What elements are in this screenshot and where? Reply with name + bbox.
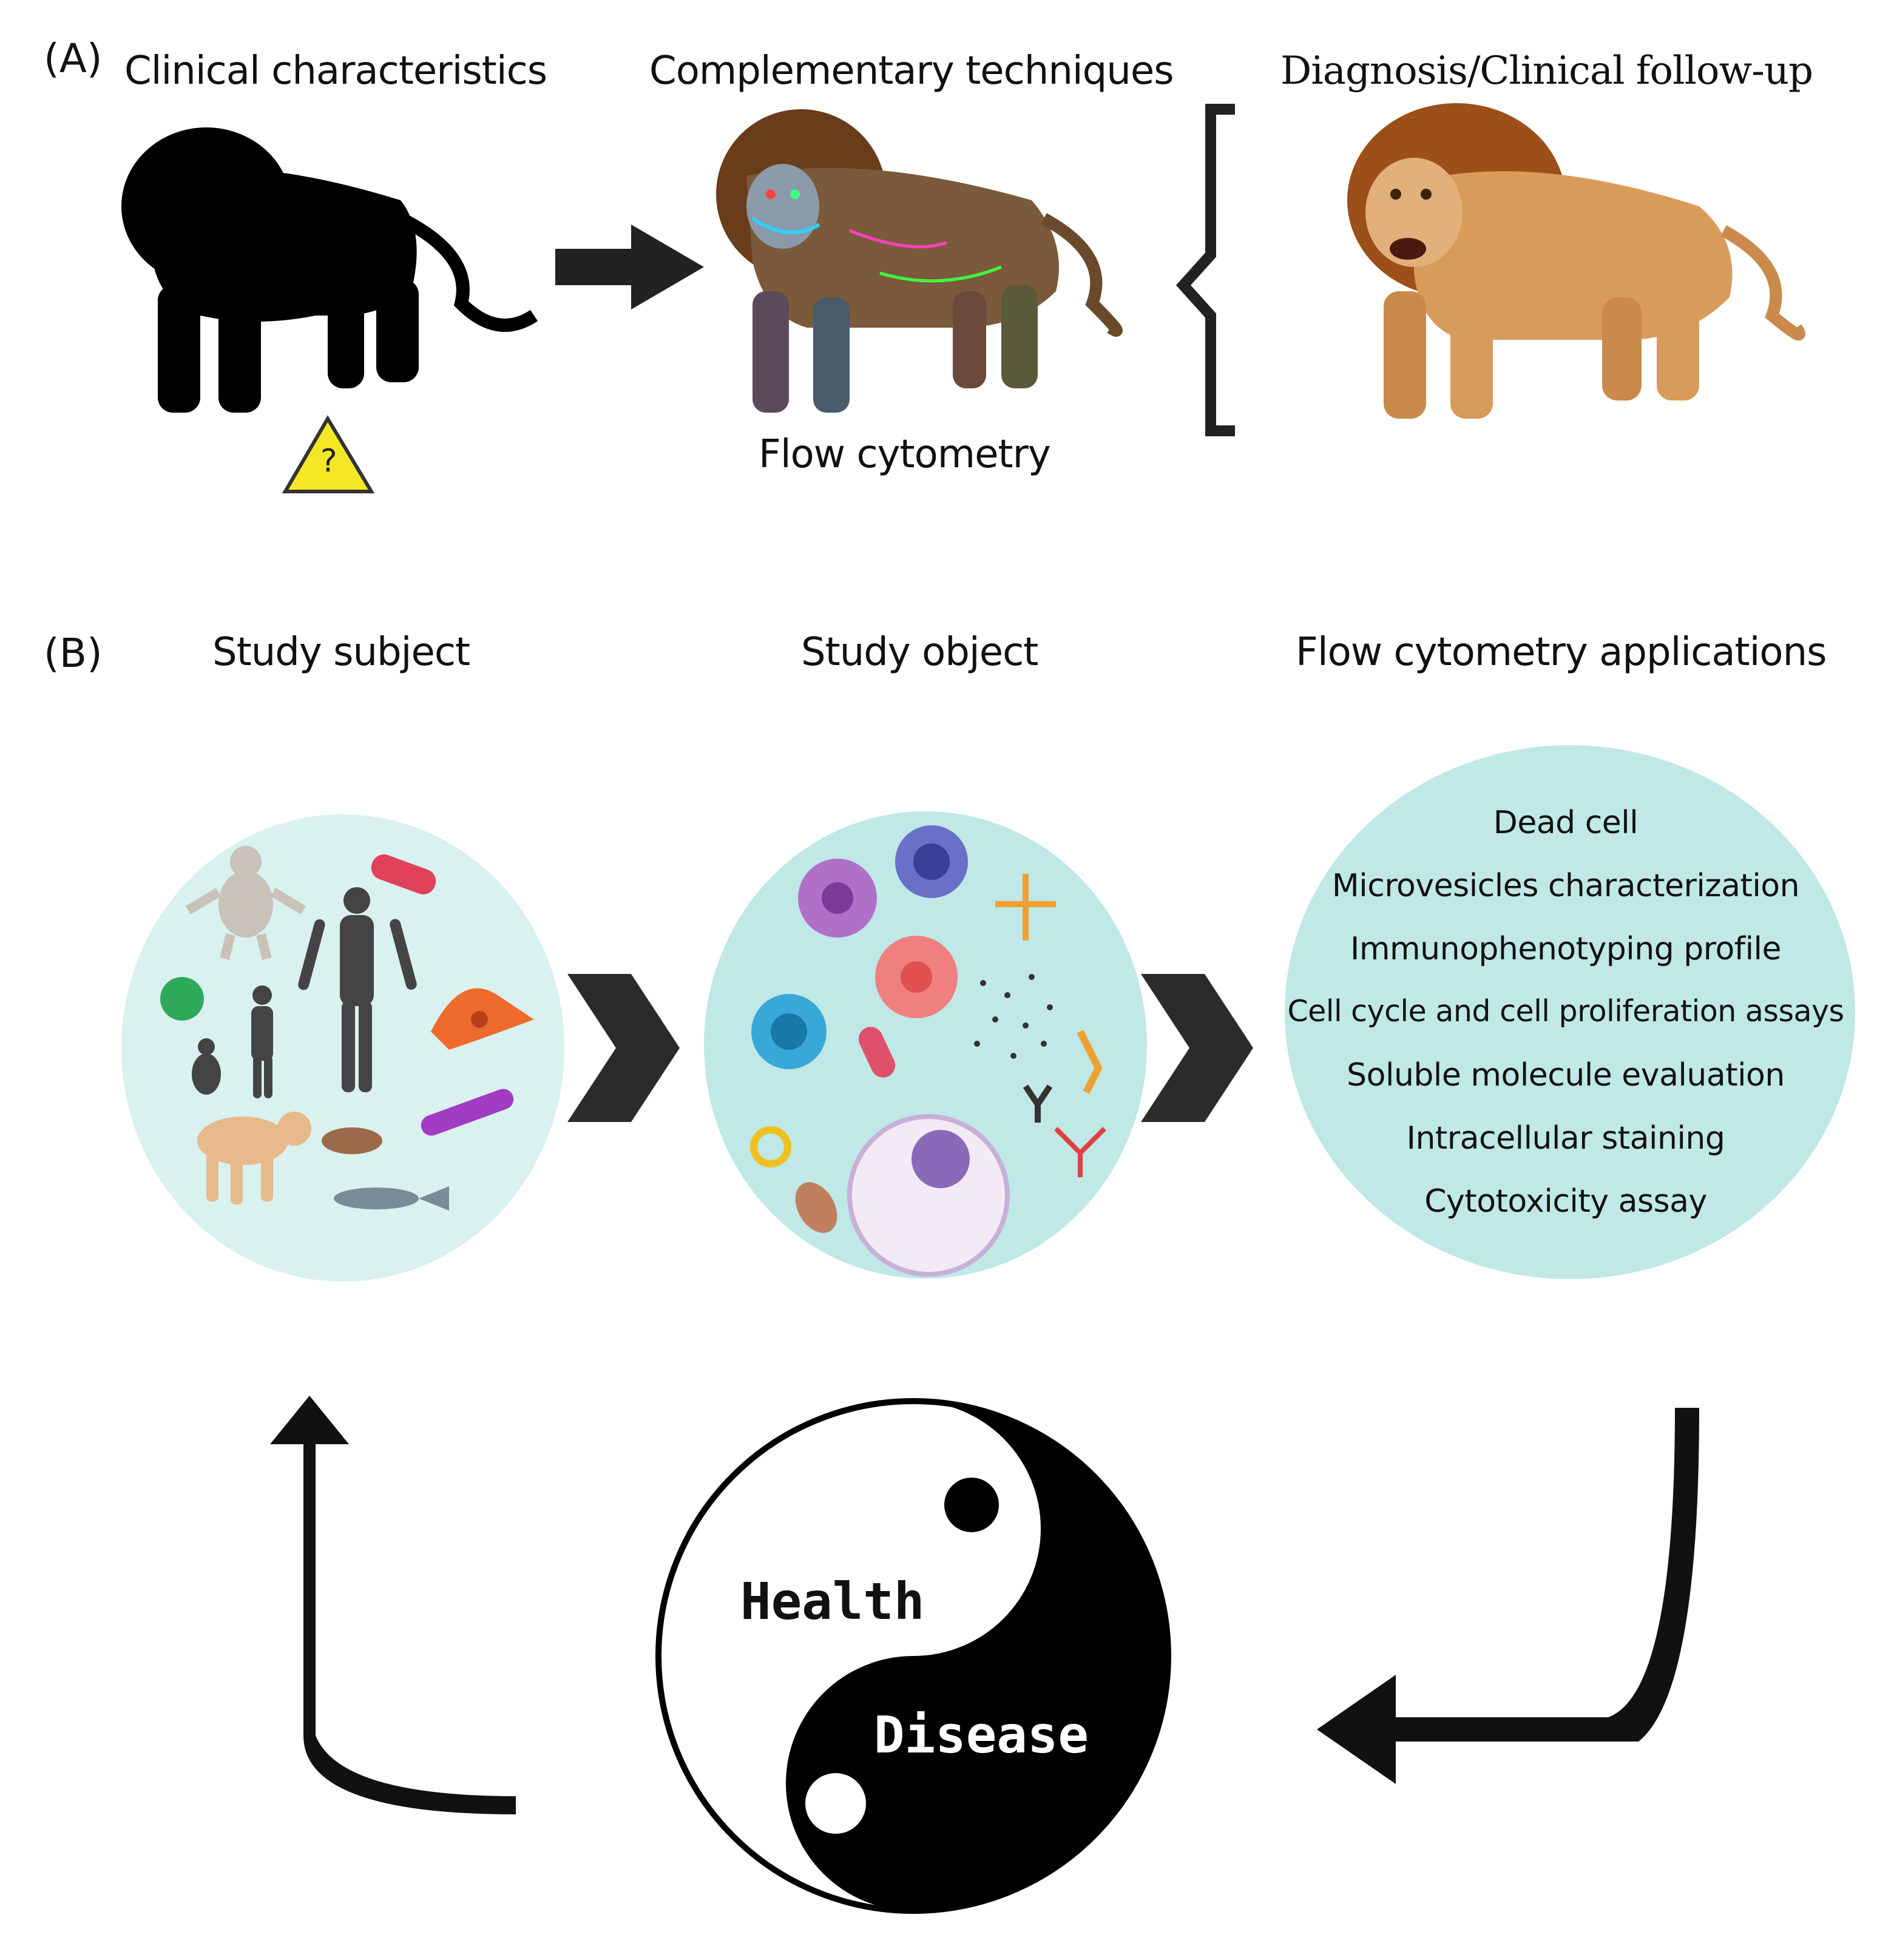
chevron-right-icon <box>1141 974 1253 1122</box>
cells-icon <box>750 825 1106 1277</box>
lion-neon-icon <box>716 109 1123 413</box>
application-item: Cytotoxicity assay <box>1424 1183 1707 1220</box>
yin-yang-icon <box>655 1398 1171 1914</box>
flow-cytometry-caption: Flow cytometry <box>759 432 1051 477</box>
health-label: Health <box>740 1572 925 1631</box>
curly-brace-icon <box>1175 104 1235 436</box>
chevron-right-icon <box>567 974 680 1122</box>
lion-photo-icon <box>1347 103 1805 419</box>
forward-arrow-icon <box>1317 1408 1699 1784</box>
disease-label: Disease <box>874 1705 1089 1765</box>
panel-a-label: (A) <box>44 35 103 82</box>
study-subject-title: Study subject <box>212 630 470 675</box>
warning-question-mark: ? <box>320 443 337 479</box>
panel-b-label: (B) <box>44 630 103 677</box>
study-object-title: Study object <box>801 630 1038 675</box>
diagnosis-title: Diagnosis/Clinical follow-up <box>1280 49 1813 93</box>
complementary-techniques-title: Complementary techniques <box>649 49 1174 93</box>
applications-circle <box>1285 745 1855 1279</box>
flow-cytometry-applications-title: Flow cytometry applications <box>1296 630 1827 675</box>
return-arrow-icon <box>270 1396 516 1814</box>
clinical-characteristics-title: Clinical characteristics <box>124 49 547 93</box>
application-item: Intracellular staining <box>1406 1120 1725 1157</box>
organisms-icon <box>160 846 534 1211</box>
application-item: Cell cycle and cell proliferation assays <box>1287 994 1844 1029</box>
arrow-right-icon <box>555 225 704 309</box>
application-item: Microvesicles characterization <box>1331 868 1800 904</box>
application-item: Dead cell <box>1493 805 1639 841</box>
application-item: Immunophenotyping profile <box>1350 931 1781 967</box>
lion-silhouette-icon <box>121 127 538 413</box>
warning-icon <box>282 415 375 493</box>
application-item: Soluble molecule evaluation <box>1347 1057 1785 1093</box>
